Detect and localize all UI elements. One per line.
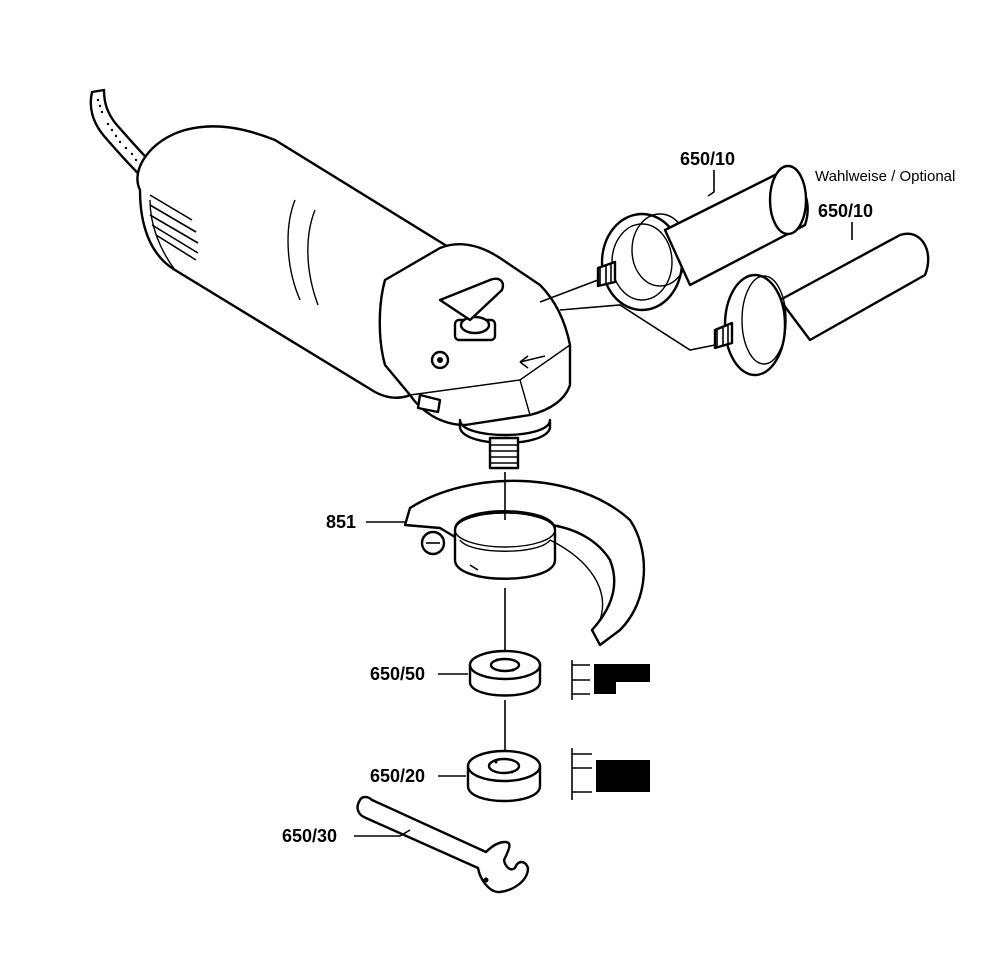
grinder-body (136, 125, 572, 427)
handle-mount-lines (539, 279, 716, 351)
spindle-lock-button (453, 315, 497, 342)
label-handle-top: 650/10 (680, 149, 735, 169)
wheel-guard (403, 479, 646, 647)
nut-profile-icon (571, 748, 650, 800)
vent-slots (149, 194, 199, 261)
side-handle-bottom (713, 232, 930, 377)
flange-profile-icon (571, 660, 650, 700)
mounting-flange (468, 649, 542, 697)
spindle (458, 418, 552, 470)
label-handle-bottom: 650/10 (818, 201, 873, 221)
label-guard: 851 (326, 512, 356, 532)
leader-lines (354, 170, 853, 837)
side-handle-top (596, 164, 809, 312)
label-flange: 650/50 (370, 664, 425, 684)
label-spanner: 650/30 (282, 826, 337, 846)
pin-spanner (356, 795, 530, 894)
label-nut: 650/20 (370, 766, 425, 786)
clamping-nut (466, 749, 542, 803)
label-optional-note: Wahlweise / Optional (815, 168, 955, 185)
